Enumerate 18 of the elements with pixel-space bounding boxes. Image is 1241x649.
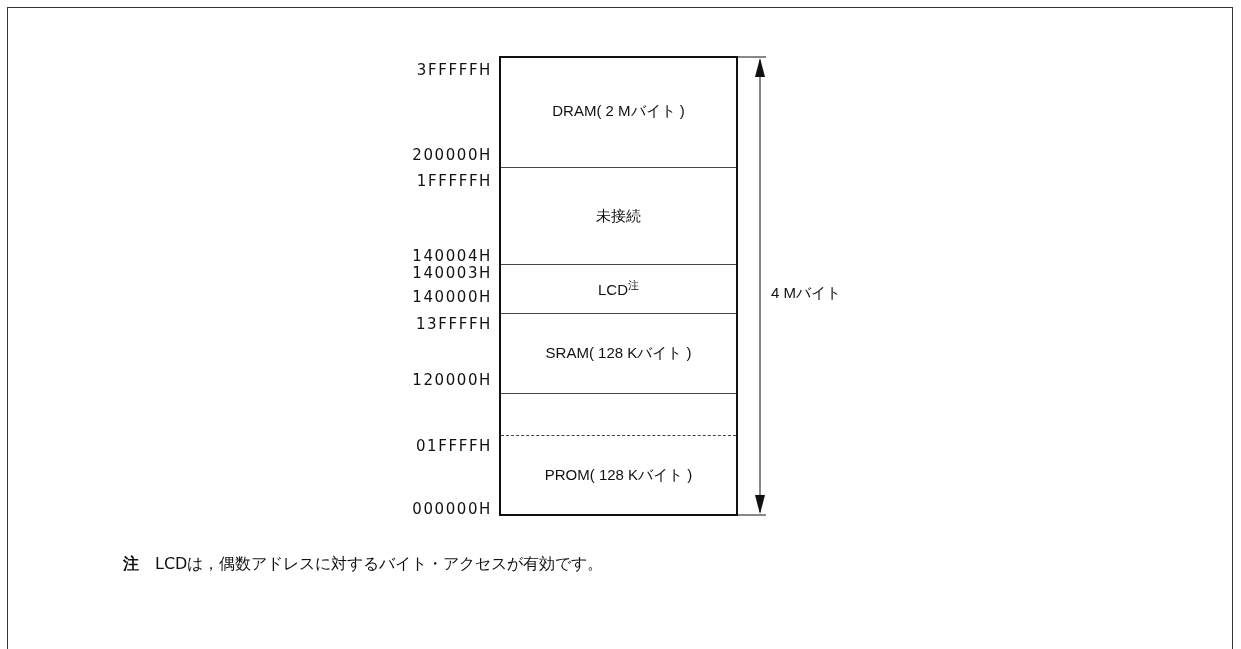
footnote: 注 LCDは，偶数アドレスに対するバイト・アクセスが有効です。 bbox=[123, 554, 604, 575]
address-label: 3FFFFFH bbox=[416, 61, 492, 79]
region-label: SRAM( 128 Kバイト ) bbox=[545, 344, 692, 363]
memory-map-box bbox=[499, 56, 738, 516]
address-label: 140004H bbox=[412, 247, 492, 265]
region-label: 未接続 bbox=[596, 206, 641, 226]
address-label: 000000H bbox=[412, 500, 492, 518]
region-label: PROM( 128 Kバイト ) bbox=[544, 466, 693, 485]
address-label: 120000H bbox=[412, 371, 492, 389]
dimension-label: 4 Mバイト bbox=[771, 284, 841, 303]
address-label: 01FFFFH bbox=[415, 437, 492, 455]
address-label: 200000H bbox=[412, 146, 492, 164]
address-label: 140000H bbox=[412, 288, 492, 306]
address-label: 140003H bbox=[412, 264, 492, 282]
region-label: DRAM( 2 Mバイト ) bbox=[552, 102, 685, 121]
region-label: LCD$^{注}$ bbox=[598, 280, 639, 298]
address-label: 13FFFFH bbox=[415, 315, 492, 333]
address-label: 1FFFFFH bbox=[416, 172, 492, 190]
